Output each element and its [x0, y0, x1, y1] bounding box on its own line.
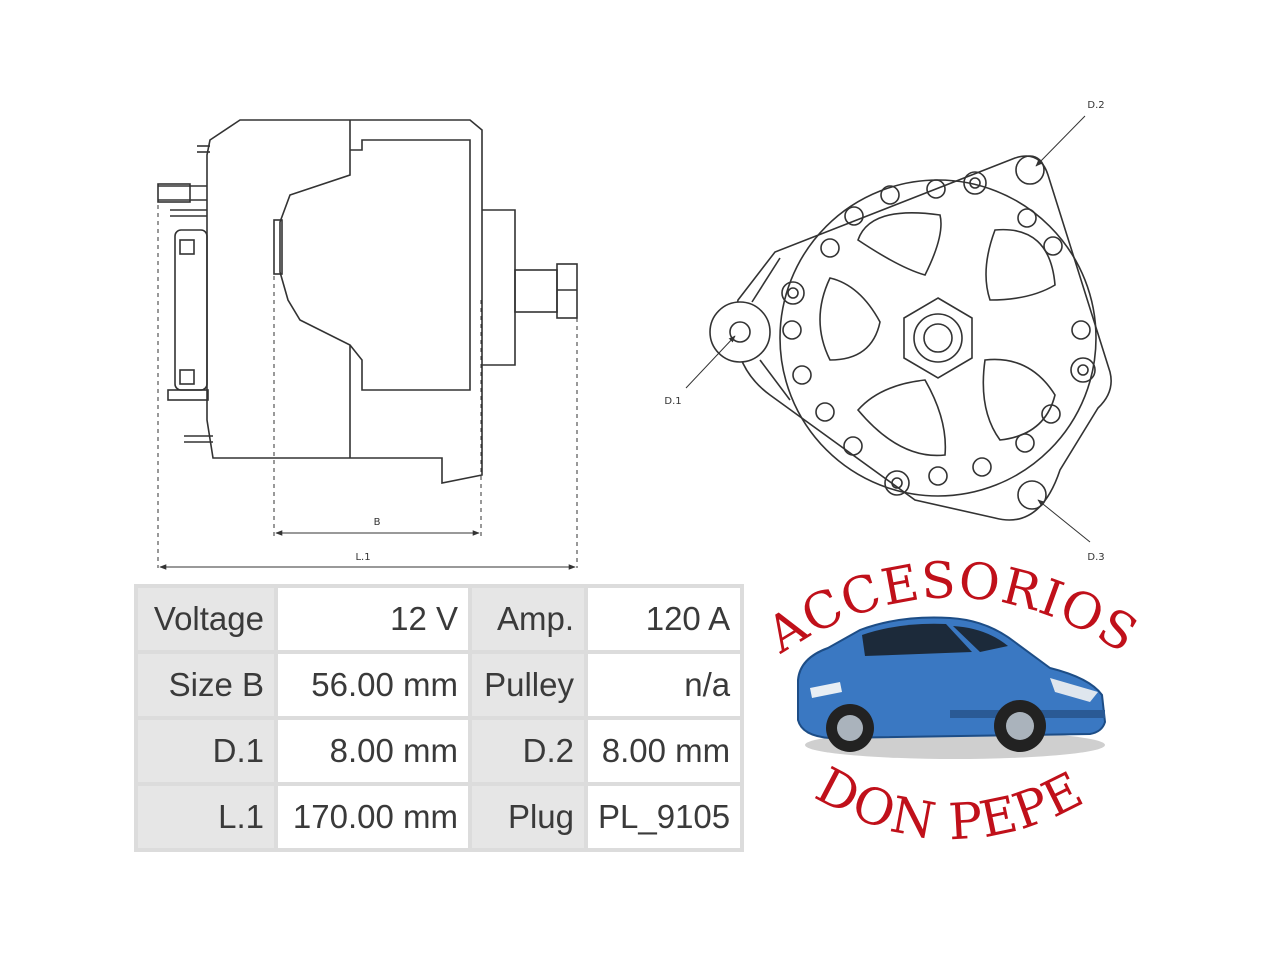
- spec-value: n/a: [588, 654, 741, 716]
- spec-key: Plug: [472, 786, 584, 848]
- table-row: L.1 170.00 mm Plug PL_9105: [138, 786, 741, 848]
- spec-value: 8.00 mm: [588, 720, 741, 782]
- d3-label: D.3: [1087, 552, 1104, 563]
- accesorios-don-pepe-logo: ACCESORIOS DON PEPE: [756, 560, 1147, 851]
- table-row: Voltage 12 V Amp. 120 A: [138, 588, 741, 650]
- spec-value: 170.00 mm: [278, 786, 468, 848]
- spec-value: 120 A: [588, 588, 741, 650]
- alternator-front-view: [685, 115, 1112, 543]
- spec-key: Pulley: [472, 654, 584, 716]
- dimension-l1-label: L.1: [355, 552, 370, 563]
- spec-key: L.1: [138, 786, 274, 848]
- car-icon: [797, 616, 1107, 759]
- spec-key: Size B: [138, 654, 274, 716]
- spec-key: Amp.: [472, 588, 584, 650]
- spec-value: 12 V: [278, 588, 468, 650]
- spec-value: PL_9105: [588, 786, 741, 848]
- spec-value: 56.00 mm: [278, 654, 468, 716]
- spec-key: D.2: [472, 720, 584, 782]
- table-row: Size B 56.00 mm Pulley n/a: [138, 654, 741, 716]
- alternator-side-view: [157, 119, 578, 570]
- d2-label: D.2: [1087, 100, 1104, 111]
- spec-key: Voltage: [138, 588, 274, 650]
- dimension-b-label: B: [374, 517, 381, 528]
- table-row: D.1 8.00 mm D.2 8.00 mm: [138, 720, 741, 782]
- alternator-drawing: B L.1: [157, 100, 1112, 570]
- d1-label: D.1: [664, 396, 681, 407]
- logo-bottom-text: DON PEPE: [807, 756, 1093, 851]
- specs-table: Voltage 12 V Amp. 120 A Size B 56.00 mm …: [134, 584, 745, 852]
- spec-value: 8.00 mm: [278, 720, 468, 782]
- spec-key: D.1: [138, 720, 274, 782]
